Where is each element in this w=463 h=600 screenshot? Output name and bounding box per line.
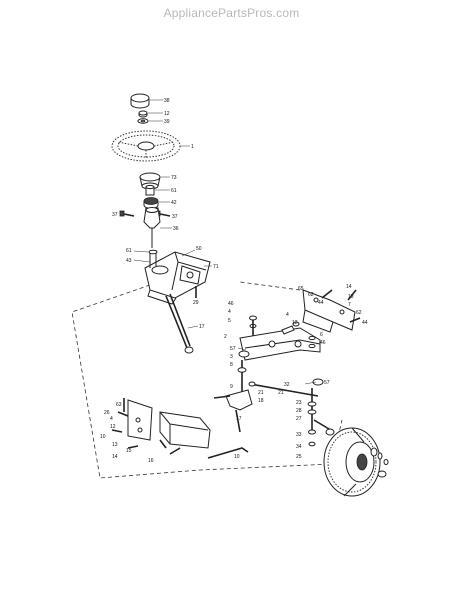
callout: 21 xyxy=(258,390,264,396)
washer xyxy=(137,118,149,124)
front-axle xyxy=(239,327,321,361)
callout: 12 xyxy=(110,424,116,430)
callout: 17 xyxy=(199,324,205,330)
callout: 44 xyxy=(362,320,368,326)
callout: 1 xyxy=(191,144,194,150)
callout: 7 xyxy=(348,302,351,308)
callout: 6 xyxy=(320,332,323,338)
callout: 62 xyxy=(356,310,362,316)
callout: 36 xyxy=(173,226,179,232)
callout: 46 xyxy=(228,301,234,307)
callout: 14 xyxy=(112,454,118,460)
callout: 26 xyxy=(104,410,110,416)
steering-gear xyxy=(143,197,159,209)
callout: 4 xyxy=(286,312,289,318)
callout: 44 xyxy=(318,300,324,306)
steering-arm xyxy=(213,395,231,399)
callout: 12 xyxy=(164,111,170,117)
callout: 10 xyxy=(100,434,106,440)
axle-spacer xyxy=(281,321,300,335)
callout: 32 xyxy=(284,382,290,388)
callout: 62 xyxy=(308,292,314,298)
pivot-bolt xyxy=(249,315,257,336)
callout: 28 xyxy=(296,408,302,414)
callout: 16 xyxy=(148,458,154,464)
callout: 65 xyxy=(298,286,304,292)
callout: 71 xyxy=(213,264,219,270)
callout-labels: 38 12 39 1 73 61 42 37 37 36 61 43 50 71… xyxy=(100,98,368,464)
callout: 9 xyxy=(230,384,233,390)
callout: 50 xyxy=(196,246,202,252)
callout: 14 xyxy=(346,284,352,290)
callout: 23 xyxy=(296,400,302,406)
callout: 2 xyxy=(224,334,227,340)
callout: 37 xyxy=(112,212,118,218)
callout: 33 xyxy=(296,432,302,438)
wheel-hardware xyxy=(370,447,389,478)
bolt-left xyxy=(119,210,135,217)
callout: 18 xyxy=(258,398,264,404)
callout: 27 xyxy=(296,416,302,422)
callout: 3 xyxy=(230,354,233,360)
steering-support-bracket xyxy=(127,399,211,449)
callout: 57 xyxy=(230,346,236,352)
callout: 12 xyxy=(292,320,298,326)
callout: 73 xyxy=(171,175,177,181)
bushing xyxy=(145,184,155,196)
hex-nut xyxy=(138,110,148,118)
bracket-bolts xyxy=(111,398,181,455)
callout: 37 xyxy=(172,214,178,220)
callout: 46 xyxy=(320,340,326,346)
callout: 43 xyxy=(126,258,132,264)
callout: 29 xyxy=(193,300,199,306)
callout: 17 xyxy=(236,416,242,422)
steering-cap xyxy=(130,93,150,109)
callout: 63 xyxy=(116,402,122,408)
callout: 42 xyxy=(171,200,177,206)
callout: 13 xyxy=(112,442,118,448)
callout-leaders xyxy=(133,99,317,385)
callout: 61 xyxy=(126,248,132,254)
callout: 5 xyxy=(228,318,231,324)
steering-wheel xyxy=(111,130,181,162)
callout: 39 xyxy=(164,119,170,125)
callout: 8 xyxy=(230,362,233,368)
callout: 38 xyxy=(164,98,170,104)
control-rod xyxy=(207,447,249,459)
axle-washer xyxy=(308,335,316,349)
spindle-right xyxy=(307,378,335,447)
drag-link xyxy=(165,293,194,354)
callout: 34 xyxy=(296,444,302,450)
tie-rod xyxy=(249,383,319,397)
callout: 19 xyxy=(348,294,354,300)
callout: 4 xyxy=(110,416,113,422)
tie-rod-end xyxy=(248,381,256,387)
watermark: AppliancePartsPros.com xyxy=(163,6,300,20)
front-wheel xyxy=(323,427,381,497)
callout: 25 xyxy=(296,454,302,460)
callout: 4 xyxy=(228,309,231,315)
axle-mount-bracket xyxy=(302,289,361,333)
steering-shaft xyxy=(143,207,161,248)
spindle-left xyxy=(225,350,253,433)
callout: 10 xyxy=(234,454,240,460)
callout: 61 xyxy=(171,188,177,194)
steering-housing xyxy=(144,249,211,305)
callout: 15 xyxy=(126,448,132,454)
callout: 57 xyxy=(324,380,330,386)
callout: 21 xyxy=(278,390,284,396)
